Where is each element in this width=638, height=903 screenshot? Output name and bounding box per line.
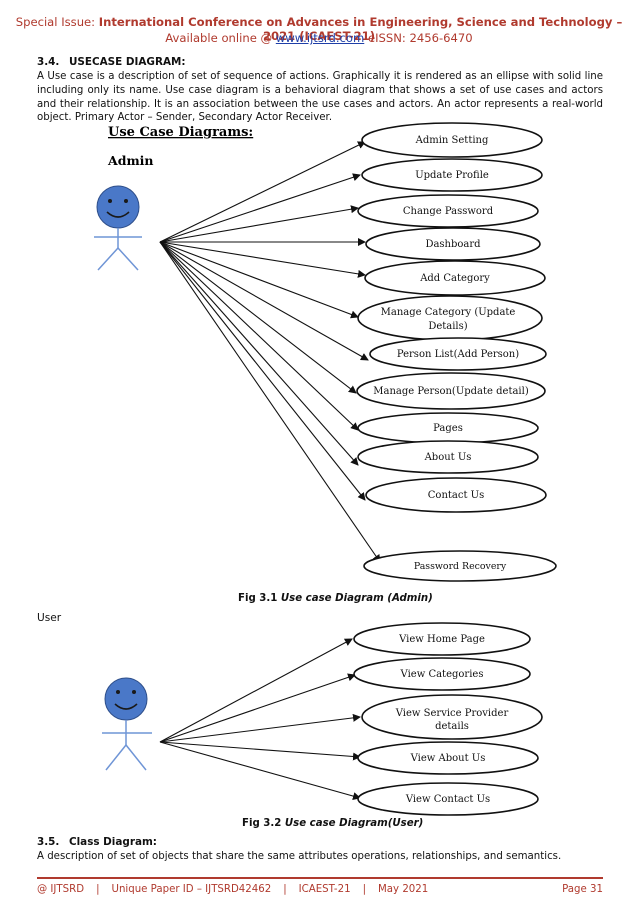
admin-actor-icon	[94, 185, 142, 271]
usecase-label: Pages	[433, 423, 463, 434]
page-footer: @ IJTSRD|Unique Paper ID – IJTSRD42462|I…	[37, 884, 603, 895]
footer-date: May 2021	[378, 884, 429, 895]
usecase-label: Password Recovery	[414, 561, 507, 572]
usecase-label: Add Category	[419, 273, 490, 284]
usecase-label: Manage Person(Update detail)	[373, 386, 529, 397]
usecase-update-profile	[361, 158, 543, 192]
figure-caption-admin: Fig 3.1 Use case Diagram (Admin)	[238, 593, 433, 604]
usecase-view-service-provider	[361, 694, 543, 740]
caption-number: Fig 3.2	[242, 818, 285, 829]
actor-admin-label: Admin	[107, 153, 154, 168]
usecase-label: Person List(Add Person)	[397, 349, 519, 360]
header-conference: International Conference on Advances in …	[98, 15, 623, 43]
user-label: User	[37, 612, 62, 624]
usecase-about-us	[357, 440, 539, 474]
usecase-diagram-user: View Home Page View Categories View Serv…	[102, 622, 543, 816]
usecase-label: details	[435, 721, 469, 732]
user-actor-icon	[102, 677, 152, 771]
usecase-dashboard	[365, 227, 541, 261]
usecase-manage-person	[356, 372, 546, 410]
caption-title: Use case Diagram(User)	[284, 818, 424, 829]
page-number: Page 31	[562, 884, 603, 895]
class-paragraph: A description of set of objects that sha…	[37, 851, 562, 862]
section-heading-class: 3.5. Class Diagram:	[37, 836, 157, 848]
usecase-label: View Categories	[400, 669, 484, 680]
header-prefix: Special Issue:	[15, 15, 99, 29]
usecase-label: View About Us	[410, 753, 486, 764]
diagram-heading: Use Case Diagrams:	[108, 125, 253, 140]
section-number: 3.5.	[37, 836, 60, 848]
usecase-label: Contact Us	[428, 490, 484, 501]
footer-journal: @ IJTSRD	[37, 884, 85, 895]
usecase-label: Update Profile	[415, 170, 489, 181]
usecase-label: Change Password	[403, 206, 494, 217]
usecase-contact-us	[365, 477, 547, 513]
usecase-diagram-admin: Use Case Diagrams: Admin	[94, 122, 557, 582]
caption-title: Use case Diagram (Admin)	[280, 593, 433, 604]
section-title: Class Diagram:	[69, 836, 157, 848]
running-header-line1: Special Issue: International Conference …	[0, 15, 638, 43]
usecase-view-categories	[353, 657, 531, 691]
usecase-label: View Contact Us	[405, 794, 490, 805]
usecase-paragraph: A Use case is a description of set of se…	[37, 71, 603, 124]
usecase-label: Dashboard	[425, 239, 481, 250]
caption-number: Fig 3.1	[238, 593, 281, 604]
usecase-label: View Service Provider	[395, 708, 509, 719]
figure-caption-user: Fig 3.2 Use case Diagram(User)	[242, 818, 423, 829]
user-associations	[159, 638, 361, 800]
journal-link[interactable]: www.ijtsrd.com	[275, 31, 365, 45]
header-available: Available online @	[165, 31, 276, 45]
usecase-password-recovery	[363, 550, 557, 582]
usecase-label: About Us	[424, 452, 472, 463]
header-issn: eISSN: 2456-6470	[364, 31, 473, 45]
usecase-label: View Home Page	[398, 634, 485, 645]
usecase-view-about-us	[357, 741, 539, 775]
usecase-admin-setting	[361, 122, 543, 158]
section-number: 3.4.	[37, 56, 60, 68]
section-heading-usecase: 3.4. USECASE DIAGRAM:	[37, 56, 185, 68]
usecase-change-password	[357, 194, 539, 228]
footer-conference: ICAEST-21	[298, 884, 351, 895]
section-title: USECASE DIAGRAM:	[69, 56, 186, 68]
usecase-label: Admin Setting	[415, 135, 489, 146]
usecase-label: Details)	[428, 321, 467, 332]
usecase-view-contact-us	[357, 782, 539, 816]
admin-associations	[159, 141, 381, 563]
usecase-view-home-page	[353, 622, 531, 656]
running-header-line2: Available online @ www.ijtsrd.com eISSN:…	[0, 31, 638, 45]
usecase-add-category	[364, 260, 546, 296]
usecase-label: Manage Category (Update	[381, 307, 516, 318]
usecase-manage-category	[357, 295, 543, 341]
footer-divider	[37, 877, 603, 879]
footer-paper-id: Unique Paper ID – IJTSRD42462	[111, 884, 272, 895]
usecase-person-list	[369, 337, 547, 371]
